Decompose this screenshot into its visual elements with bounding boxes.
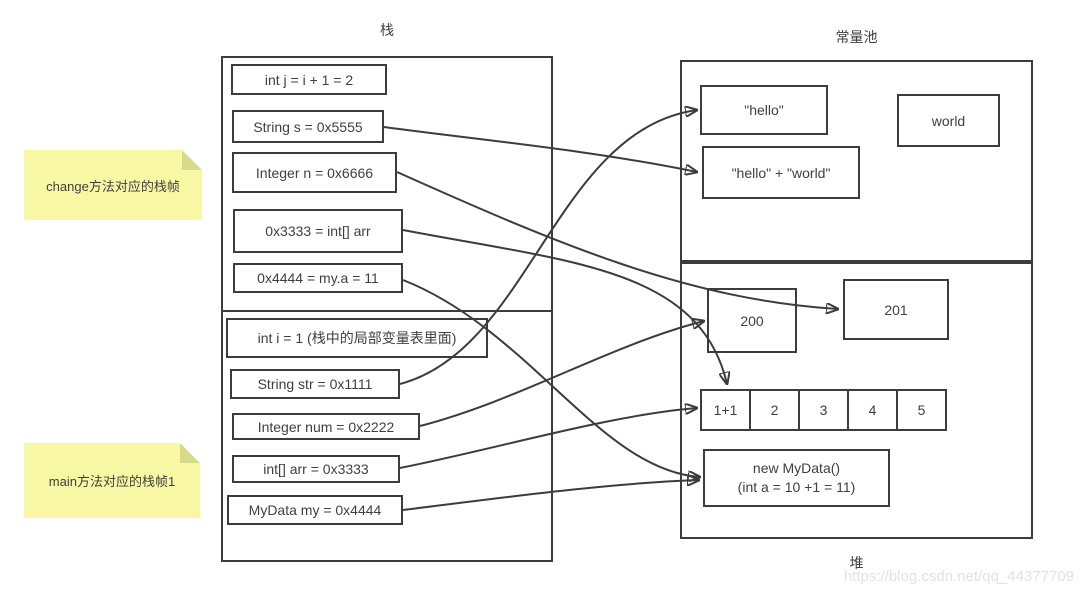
heap-box-new-mydata: new MyData() (int a = 10 +1 = 11) — [703, 449, 890, 507]
stack-frame-divider — [221, 310, 553, 312]
var-box-main-arr: int[] arr = 0x3333 — [232, 455, 400, 483]
note-main-frame: main方法对应的栈帧1 — [24, 443, 200, 518]
constant-pool-title: 常量池 — [835, 29, 878, 45]
mydata-line-2: (int a = 10 +1 = 11) — [737, 479, 856, 495]
watermark: https://blog.csdn.net/qq_44377709 — [843, 568, 1074, 585]
var-box-string-s: String s = 0x5555 — [232, 110, 384, 143]
var-box-int-j: int j = i + 1 = 2 — [231, 64, 387, 95]
array-cell-1: 2 — [749, 389, 800, 431]
var-box-integer-num: Integer num = 0x2222 — [232, 413, 420, 440]
array-cell-4: 5 — [896, 389, 947, 431]
note-change-frame: change方法对应的栈帧 — [24, 150, 202, 220]
mydata-line-1: new MyData() — [752, 460, 841, 476]
note-change-frame-label: change方法对应的栈帧 — [46, 178, 180, 194]
array-cell-2: 3 — [798, 389, 849, 431]
var-box-string-str: String str = 0x1111 — [230, 369, 400, 399]
var-box-change-arr: 0x3333 = int[] arr — [233, 209, 403, 253]
stack-title: 栈 — [380, 22, 394, 38]
heap-title: 堆 — [849, 555, 864, 571]
var-box-int-i: int i = 1 (栈中的局部变量表里面) — [226, 318, 488, 358]
heap-box-200: 200 — [707, 288, 797, 353]
array-cell-3: 4 — [847, 389, 898, 431]
heap-box-201: 201 — [843, 279, 949, 340]
var-box-integer-n: Integer n = 0x6666 — [232, 152, 397, 193]
var-box-change-my-a: 0x4444 = my.a = 11 — [233, 263, 403, 293]
note-main-frame-label: main方法对应的栈帧1 — [48, 474, 176, 489]
pool-box-hello: "hello" — [700, 85, 828, 135]
var-box-mydata-my: MyData my = 0x4444 — [227, 495, 403, 525]
heap-int-array: 1+1 2 3 4 5 — [700, 389, 947, 431]
note-fold-corner — [180, 443, 200, 463]
pool-box-hello-world-concat: "hello" + "world" — [702, 146, 860, 199]
note-fold-corner — [182, 150, 202, 170]
array-cell-0: 1+1 — [700, 389, 751, 431]
pool-box-world: world — [897, 94, 1000, 147]
